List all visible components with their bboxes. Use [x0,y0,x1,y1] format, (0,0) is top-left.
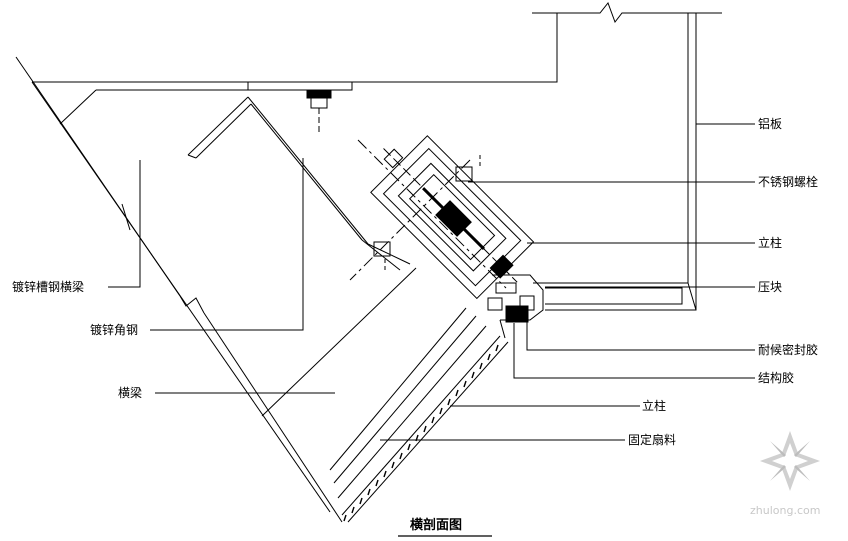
glass-panel [329,307,509,523]
drawing-title: 横剖面图 [410,518,463,533]
zhulong-logo-icon [760,431,820,491]
label-fixed-panel: 固定扇料 [628,433,677,447]
label-cross-beam: 横梁 [118,386,143,400]
building-edge [15,56,343,523]
label-mullion-lower: 立柱 [642,399,667,413]
bolts [349,139,507,289]
panel-hatch [343,344,499,522]
cross-beam-section [261,267,417,417]
label-structural-glue: 结构胶 [758,371,795,385]
leader-lines [108,123,755,441]
label-weather-seal: 耐候密封胶 [758,343,819,357]
label-stainless-bolt: 不锈钢螺栓 [758,175,819,189]
angle-steel [187,96,411,271]
press-block [487,274,544,339]
label-aluminium-panel: 铝板 [758,117,783,131]
label-angle-steel: 镀锌角钢 [90,323,139,337]
watermark-text: zhulong.com [750,504,821,517]
label-mullion-right: 立柱 [758,236,783,250]
label-press-block: 压块 [758,280,783,294]
label-channel-beam: 镀锌槽钢横梁 [12,280,85,294]
top-slab [32,1,722,83]
mullion-assembly [370,135,535,300]
anchor-bolt [306,89,332,135]
embed-plate [96,81,353,91]
